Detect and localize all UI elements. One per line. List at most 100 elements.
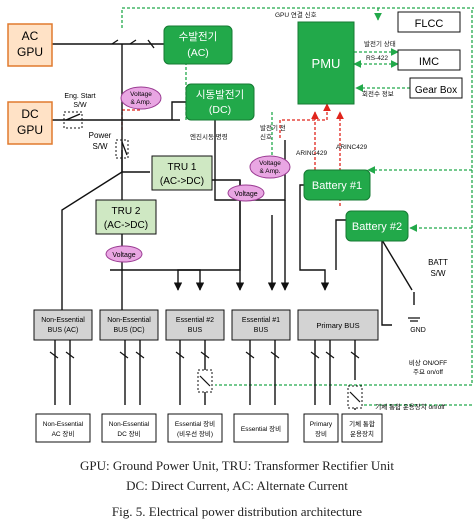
battery-1-box: Battery #1 bbox=[303, 169, 371, 201]
voltage-sensor-1: Voltage bbox=[227, 184, 265, 202]
tru2-box: TRU 2 (AC->DC) bbox=[95, 199, 157, 235]
ac-generator-label-1: 수발전기 bbox=[179, 31, 218, 43]
load1-label-1: Non-Essential bbox=[43, 421, 84, 428]
imc-link-label: RS-422 bbox=[366, 55, 388, 62]
essential-relay bbox=[197, 369, 213, 393]
eng-start-label-1: Eng. Start bbox=[64, 93, 95, 100]
battery-2-label: Battery #2 bbox=[352, 221, 402, 233]
eng-start-label-2: S/W bbox=[73, 102, 87, 109]
load-non-essential-ac: Non-Essential AC 장비 bbox=[35, 413, 91, 443]
load5-label-2: 장비 bbox=[315, 429, 327, 438]
bus1-label-1: Non-Essential bbox=[41, 317, 85, 324]
va2-label-2: & Amp. bbox=[260, 168, 281, 175]
load-integrated-ops: 기체 통합 운용장치 bbox=[341, 413, 383, 443]
ac-gpu-box: AC GPU bbox=[7, 23, 53, 67]
dc-gpu-label-2: GPU bbox=[17, 123, 43, 137]
load-primary: Primary 장비 bbox=[303, 413, 339, 443]
start-command-label: 엔진시동 명령 bbox=[190, 132, 228, 141]
load2-label-2: DC 장비 bbox=[117, 429, 140, 438]
batt-switch-label-1: BATT bbox=[428, 258, 448, 267]
pmu-label: PMU bbox=[312, 56, 341, 71]
gnd-label: GND bbox=[410, 327, 426, 334]
pmu-box: PMU bbox=[297, 21, 355, 105]
voltage-sensor-2: Voltage bbox=[105, 245, 143, 263]
bus-contactors bbox=[49, 351, 360, 359]
voltage2-label: Voltage bbox=[112, 252, 135, 259]
va2-label-1: Voltage bbox=[259, 160, 281, 167]
ground-symbol bbox=[408, 317, 420, 322]
bus-essential-2: Essential #2 BUS bbox=[165, 309, 225, 341]
va1-label-1: Voltage bbox=[130, 91, 152, 98]
load-essential-1: Essential 장비 bbox=[233, 413, 289, 443]
figure-caption: Fig. 5. Electrical power distribution ar… bbox=[112, 504, 362, 519]
dc-gpu-box: DC GPU bbox=[7, 101, 53, 145]
eng-start-switch: Eng. Start S/W bbox=[63, 93, 96, 129]
dc-generator-label-1: 시동발전기 bbox=[196, 89, 244, 101]
bus-non-essential-ac: Non-Essential BUS (AC) bbox=[33, 309, 93, 341]
tru1-label-1: TRU 1 bbox=[168, 162, 197, 173]
tru1-box: TRU 1 (AC->DC) bbox=[151, 155, 213, 191]
flcc-box: FLCC bbox=[397, 11, 461, 33]
primary-relay bbox=[347, 385, 363, 409]
tru2-label-1: TRU 2 bbox=[112, 206, 141, 217]
ac-gpu-label-2: GPU bbox=[17, 45, 43, 59]
ac-contactor bbox=[111, 39, 155, 49]
bus2-label-1: Non-Essential bbox=[107, 317, 151, 324]
caption-line-1: GPU: Ground Power Unit, TRU: Transformer… bbox=[80, 458, 394, 473]
load-non-essential-dc: Non-Essential DC 장비 bbox=[101, 413, 157, 443]
bus4-label-1: Essential #1 bbox=[242, 317, 280, 324]
essential-relay-label-2: 주요 on/off bbox=[413, 368, 443, 376]
load6-label-1: 기체 통합 bbox=[349, 419, 375, 428]
load3-label-1: Essential 장비 bbox=[175, 419, 215, 428]
bus5-label-1: Primary BUS bbox=[316, 321, 359, 330]
tru1-label-2: (AC->DC) bbox=[160, 176, 204, 187]
gear-box-box: Gear Box bbox=[409, 77, 463, 99]
power-switch-label-2: S/W bbox=[92, 142, 108, 151]
bus2-label-2: BUS (DC) bbox=[113, 327, 144, 334]
flcc-label: FLCC bbox=[415, 18, 444, 30]
ac-generator-label-2: (AC) bbox=[187, 47, 209, 59]
ac-gpu-label-1: AC bbox=[22, 29, 39, 43]
bus4-label-2: BUS bbox=[254, 327, 269, 334]
bus3-label-2: BUS bbox=[188, 327, 203, 334]
gear-box-label: Gear Box bbox=[415, 85, 457, 96]
essential-relay-label-1: 비상 ON/OFF bbox=[409, 358, 447, 367]
va1-label-2: & Amp. bbox=[131, 99, 152, 106]
battery-2-box: Battery #2 bbox=[345, 210, 409, 242]
bus3-label-1: Essential #2 bbox=[176, 317, 214, 324]
flcc-link-label: 발전기 상태 bbox=[364, 39, 396, 48]
gearbox-link-label: 회전수 정보 bbox=[362, 89, 394, 98]
batt-switch-label-2: S/W bbox=[430, 269, 446, 278]
load6-label-2: 운용장치 bbox=[350, 429, 374, 438]
imc-box: IMC bbox=[397, 49, 461, 71]
load-essential-2: Essential 장비 (비우선 장비) bbox=[167, 413, 223, 443]
arinc-label-a: ARINC429 bbox=[296, 150, 327, 157]
gen-status-label-1: 발전기 전 bbox=[260, 123, 286, 132]
dc-gpu-label-1: DC bbox=[21, 107, 39, 121]
power-switch-label-1: Power bbox=[89, 131, 112, 140]
caption-line-2: DC: Direct Current, AC: Alternate Curren… bbox=[126, 478, 348, 493]
gpu-signal-label: GPU 연결 신호 bbox=[275, 10, 317, 19]
bus-primary: Primary BUS bbox=[297, 309, 379, 341]
tru2-label-2: (AC->DC) bbox=[104, 220, 148, 231]
battery-1-label: Battery #1 bbox=[312, 180, 362, 192]
bus-essential-1: Essential #1 BUS bbox=[231, 309, 291, 341]
dc-generator-label-2: (DC) bbox=[209, 104, 231, 116]
bus1-label-2: BUS (AC) bbox=[48, 327, 79, 334]
primary-relay-label: 기체 통합 운용장치 on/off bbox=[375, 402, 445, 411]
gen-status-label-2: 신호 bbox=[260, 132, 272, 141]
imc-label: IMC bbox=[419, 56, 439, 68]
load2-label-1: Non-Essential bbox=[109, 421, 150, 428]
load5-label-1: Primary bbox=[310, 421, 333, 428]
load3-label-2: (비우선 장비) bbox=[177, 429, 213, 438]
voltage-amp-sensor-1: Voltage & Amp. bbox=[120, 86, 162, 110]
load4-label-1: Essential 장비 bbox=[241, 424, 281, 433]
power-switch: Power S/W bbox=[89, 131, 129, 159]
load1-label-2: AC 장비 bbox=[52, 429, 75, 438]
arinc-label-b: ARINC429 bbox=[336, 144, 367, 151]
voltage1-label: Voltage bbox=[234, 191, 257, 198]
dc-generator-box: 시동발전기 (DC) bbox=[185, 83, 255, 121]
ac-generator-box: 수발전기 (AC) bbox=[163, 25, 233, 65]
voltage-amp-sensor-2: Voltage & Amp. bbox=[249, 155, 291, 179]
